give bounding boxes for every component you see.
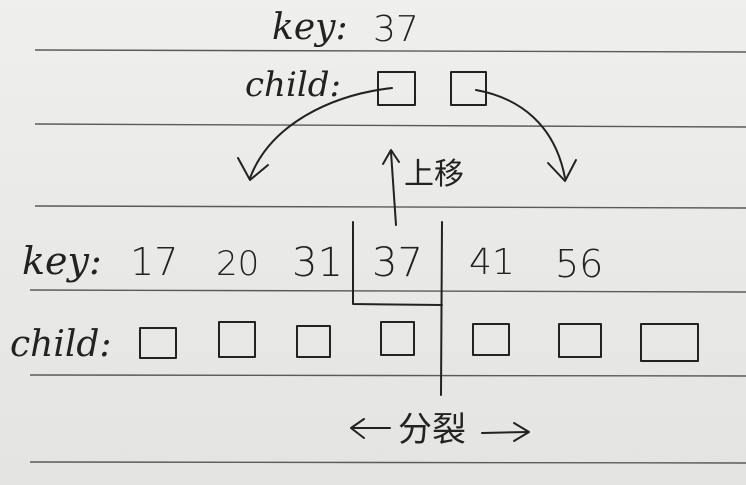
ruled-line [34, 123, 746, 128]
split-line [440, 221, 443, 396]
up-arrow-head [382, 149, 400, 165]
bottom-key-41: 41 [469, 242, 515, 283]
bottom-key-31: 31 [292, 240, 343, 286]
ruled-line [34, 205, 746, 209]
bottom-child-label: child: [10, 324, 112, 365]
child-box [558, 323, 602, 358]
curve-arrow-right-head [547, 159, 577, 182]
child-box [472, 323, 510, 356]
child-box [296, 325, 331, 358]
ruled-line [29, 374, 746, 377]
ruled-line [29, 289, 746, 293]
child-box [218, 321, 256, 358]
top-child-box-left [377, 71, 416, 106]
top-key-label: key: [272, 7, 348, 48]
curve-arrow-left-head [237, 157, 269, 181]
split-arrow-left-head [350, 418, 365, 439]
up-arrow-shaft [390, 151, 397, 226]
top-child-box-right [450, 71, 487, 106]
split-label: 分裂 [398, 410, 466, 450]
bottom-key-label: key: [22, 239, 102, 283]
ruled-lines [29, 49, 746, 464]
child-box [380, 321, 415, 356]
ruled-line [29, 461, 746, 464]
curve-arrow-right [475, 89, 566, 179]
bracket-around-37 [352, 221, 443, 306]
up-move-label: 上移 [404, 157, 464, 192]
ruled-line [34, 49, 746, 53]
child-box [139, 327, 177, 359]
bottom-key-37: 37 [372, 240, 423, 286]
bottom-key-17: 17 [130, 240, 179, 284]
child-box [640, 323, 699, 362]
split-arrow-right-shaft [481, 431, 529, 434]
bottom-key-56: 56 [555, 242, 604, 286]
curve-arrow-left [249, 87, 393, 179]
top-child-label: child: [245, 65, 341, 105]
top-key-value: 37 [373, 9, 419, 50]
split-arrow-right-head [513, 422, 530, 442]
bottom-key-20: 20 [216, 244, 260, 284]
